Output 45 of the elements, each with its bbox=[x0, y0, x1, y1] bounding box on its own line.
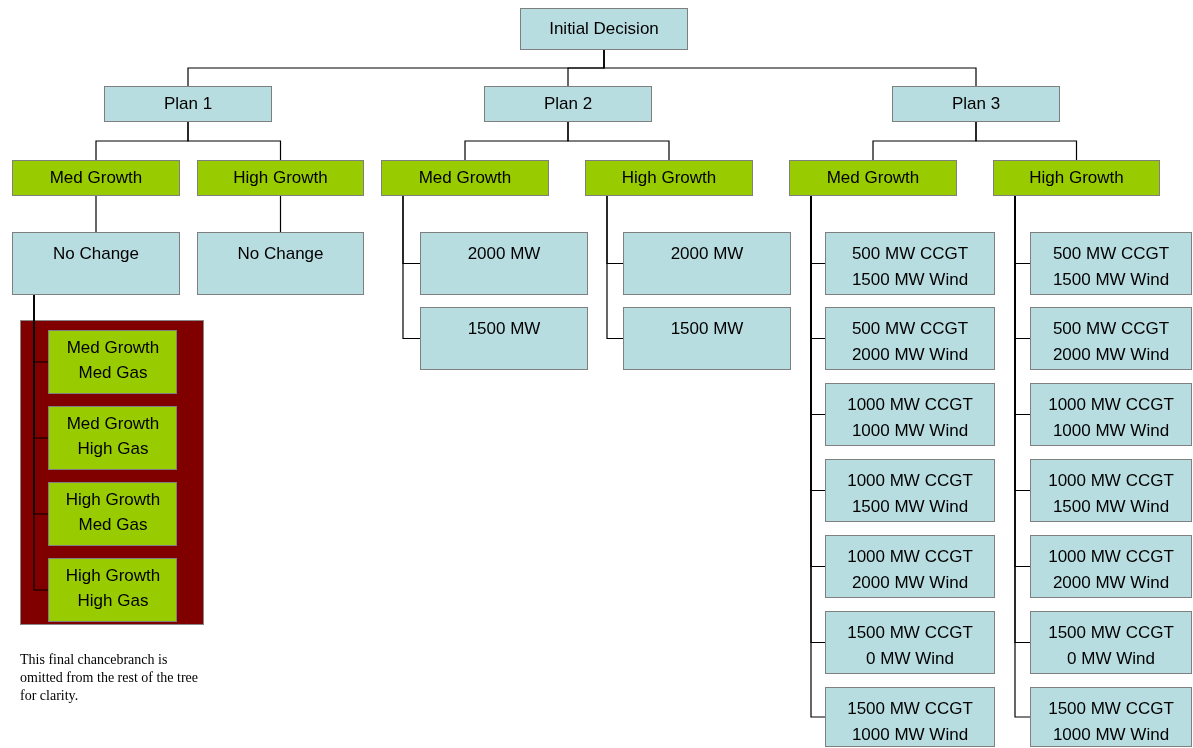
scenario-box: High Growth bbox=[993, 160, 1160, 196]
option-box: 2000 MW bbox=[623, 232, 791, 295]
scenario-box: Med Growth bbox=[381, 160, 549, 196]
connector-line bbox=[606, 195, 624, 340]
scenario-box: High Growth High Gas bbox=[48, 558, 177, 622]
option-box: 500 MW CCGT 1500 MW Wind bbox=[1030, 232, 1192, 295]
connector-line bbox=[567, 121, 670, 161]
option-box: 1500 MW CCGT 0 MW Wind bbox=[1030, 611, 1192, 674]
option-box: Plan 3 bbox=[892, 86, 1060, 122]
option-box: Plan 2 bbox=[484, 86, 652, 122]
connector-line bbox=[603, 49, 977, 87]
option-box: 1500 MW CCGT 1000 MW Wind bbox=[1030, 687, 1192, 747]
option-box: 1000 MW CCGT 1500 MW Wind bbox=[1030, 459, 1192, 522]
option-box: 1500 MW bbox=[420, 307, 588, 370]
connector-line bbox=[402, 195, 421, 340]
note-text: This final chancebranch is omitted from the rest of the tree for clarity. bbox=[20, 651, 200, 705]
option-box: 1500 MW bbox=[623, 307, 791, 370]
connector-line bbox=[279, 195, 282, 233]
scenario-box: Med Growth bbox=[12, 160, 180, 196]
scenario-box: Med Growth High Gas bbox=[48, 406, 177, 470]
option-box: Plan 1 bbox=[104, 86, 272, 122]
scenario-box: Med Growth Med Gas bbox=[48, 330, 177, 394]
option-box: Initial Decision bbox=[520, 8, 688, 50]
option-box: 1000 MW CCGT 1000 MW Wind bbox=[825, 383, 995, 446]
option-box: 500 MW CCGT 2000 MW Wind bbox=[1030, 307, 1192, 370]
connector-line bbox=[33, 294, 49, 591]
connector-line bbox=[95, 195, 97, 233]
option-box: 1500 MW CCGT 1000 MW Wind bbox=[825, 687, 995, 747]
option-box: 1000 MW CCGT 2000 MW Wind bbox=[825, 535, 995, 598]
option-box: 2000 MW bbox=[420, 232, 588, 295]
connector-line bbox=[975, 121, 1078, 161]
option-box: No Change bbox=[197, 232, 364, 295]
connector-line bbox=[187, 121, 282, 161]
scenario-box: High Growth Med Gas bbox=[48, 482, 177, 546]
option-box: 1000 MW CCGT 1000 MW Wind bbox=[1030, 383, 1192, 446]
option-box: No Change bbox=[12, 232, 180, 295]
option-box: 500 MW CCGT 1500 MW Wind bbox=[825, 232, 995, 295]
scenario-box: High Growth bbox=[197, 160, 364, 196]
option-box: 1000 MW CCGT 2000 MW Wind bbox=[1030, 535, 1192, 598]
option-box: 500 MW CCGT 2000 MW Wind bbox=[825, 307, 995, 370]
chance-branch-panel bbox=[20, 320, 204, 625]
scenario-box: High Growth bbox=[585, 160, 753, 196]
option-box: 1500 MW CCGT 0 MW Wind bbox=[825, 611, 995, 674]
scenario-box: Med Growth bbox=[789, 160, 957, 196]
option-box: 1000 MW CCGT 1500 MW Wind bbox=[825, 459, 995, 522]
